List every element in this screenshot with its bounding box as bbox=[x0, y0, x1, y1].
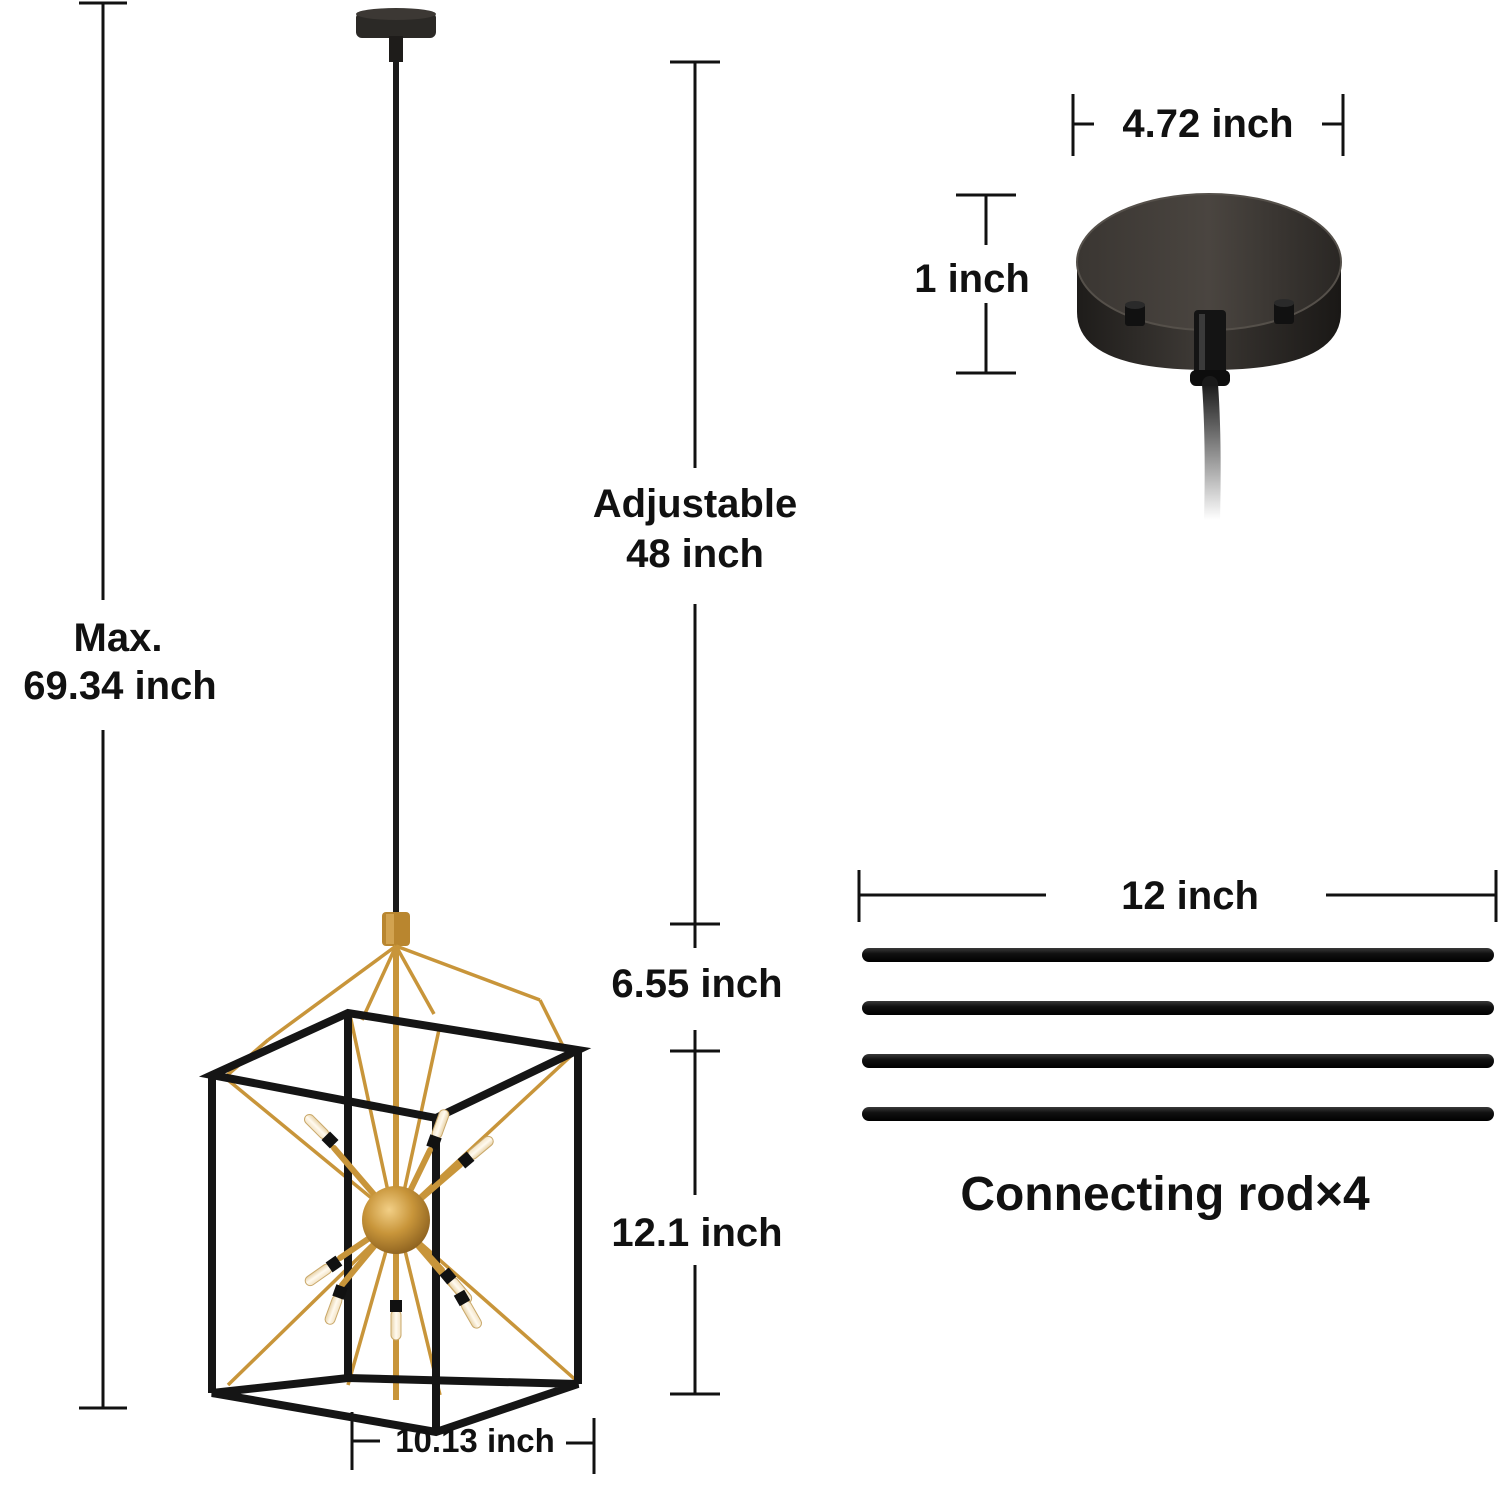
canopy-to-cage-label: 6.55 inch bbox=[611, 962, 783, 1006]
rod-length-dimension-line bbox=[857, 870, 1498, 922]
adjustable-length-label: 48 inch bbox=[626, 532, 764, 576]
connecting-rods bbox=[862, 948, 1494, 1121]
pendant-brass-crown bbox=[382, 912, 410, 946]
cage-width-label: 10.13 inch bbox=[395, 1422, 555, 1459]
rod-length-label: 12 inch bbox=[1121, 874, 1259, 918]
connecting-rod bbox=[862, 1107, 1494, 1121]
cage-width-dimension-line bbox=[350, 1412, 596, 1474]
adjustable-prefix: Adjustable bbox=[592, 482, 798, 526]
adjustable-length-dimension-line bbox=[670, 60, 720, 948]
cage-height-dimension-line bbox=[670, 1030, 720, 1396]
pendant-black-cage bbox=[198, 1008, 592, 1437]
overall-height-label: 69.34 inch bbox=[23, 664, 217, 708]
connecting-rod bbox=[862, 1001, 1494, 1015]
canopy-closeup bbox=[1076, 193, 1342, 528]
canopy-height-label: 1 inch bbox=[914, 257, 1030, 301]
connecting-rod bbox=[862, 1054, 1494, 1068]
canopy-width-dimension-line bbox=[1071, 94, 1345, 156]
overall-height-dimension-line bbox=[79, 1, 127, 1410]
connecting-rods-label: Connecting rod×4 bbox=[960, 1168, 1370, 1221]
pendant-canopy bbox=[356, 8, 436, 62]
canopy-diameter-label: 4.72 inch bbox=[1122, 102, 1294, 146]
overall-height-prefix: Max. bbox=[73, 616, 163, 660]
connecting-rod bbox=[862, 948, 1494, 962]
pendant-sputnik-ball bbox=[362, 1186, 430, 1254]
cage-height-label: 12.1 inch bbox=[611, 1211, 783, 1255]
pendant-bulbs bbox=[303, 1109, 494, 1341]
canopy-height-dimension-line bbox=[956, 193, 1016, 375]
